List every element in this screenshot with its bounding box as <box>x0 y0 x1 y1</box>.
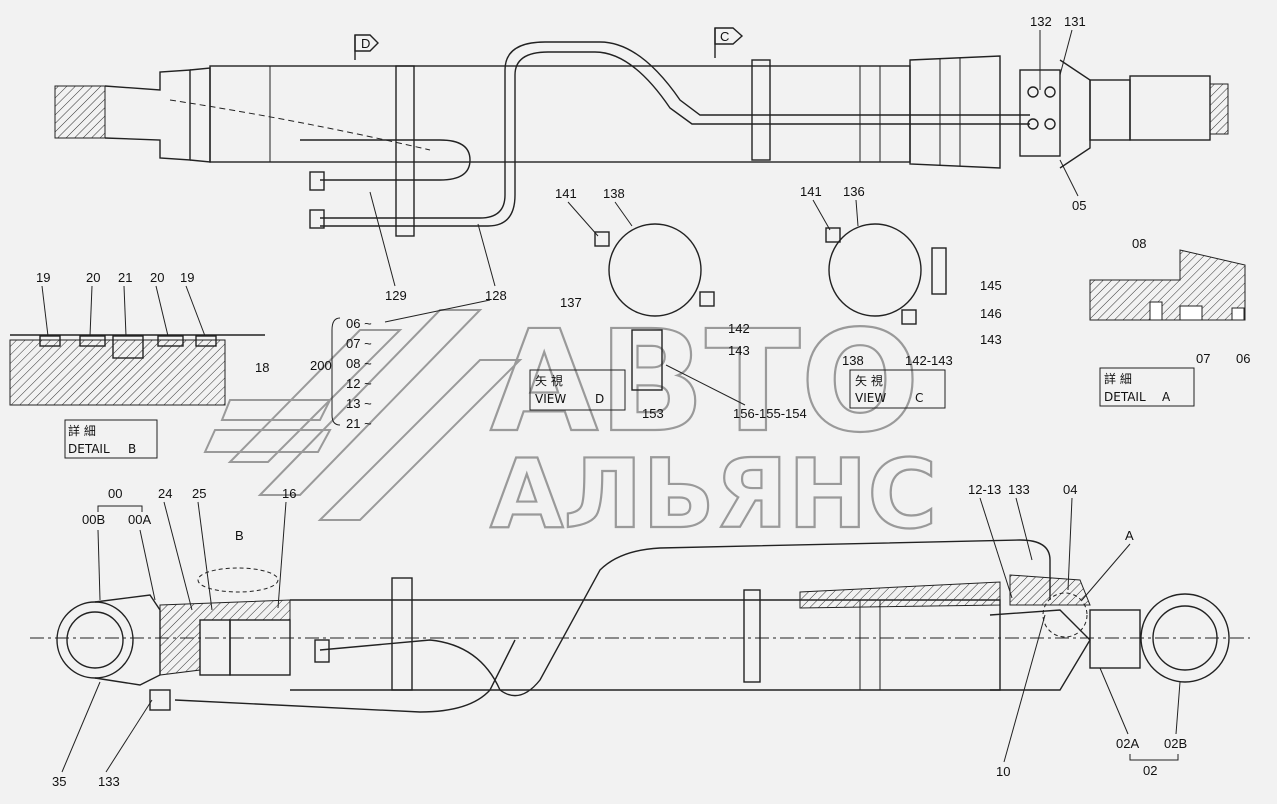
detail-b-word: DETAIL <box>68 442 110 456</box>
watermark-line2: АЛЬЯНС <box>490 440 937 550</box>
detail-a-kanji: 詳 細 <box>1104 371 1132 386</box>
callout-143-c: 143 <box>980 332 1002 347</box>
callout-142-d: 142 <box>728 321 750 336</box>
callout-B: B <box>235 528 244 543</box>
view-arrow-d: D <box>354 34 379 60</box>
view-d-word: VIEW <box>535 392 566 406</box>
callout-136: 136 <box>843 184 865 199</box>
top-cylinder-body <box>209 65 911 163</box>
callout-02: 02 <box>1143 763 1157 778</box>
view-d-kanji: 矢 視 <box>535 373 563 388</box>
callout-128: 128 <box>485 288 507 303</box>
top-cylinder <box>54 55 1229 169</box>
callout-200: 200 <box>310 358 332 373</box>
callout-141-d: 141 <box>555 186 577 201</box>
callout-16: 16 <box>282 486 296 501</box>
bottom-cylinder <box>30 567 1250 691</box>
kit-item-1: 07 ~ <box>346 336 372 351</box>
detail-a: 08 07 06 詳 細 DETAIL A <box>1089 236 1250 407</box>
detail-b-kanji: 詳 細 <box>68 423 96 438</box>
top-left-end-hatched <box>54 85 106 139</box>
callout-07: 07 <box>1196 351 1210 366</box>
view-c-clamp: 141 136 145 146 143 138 142-143 <box>800 184 1002 368</box>
callout-137: 137 <box>560 295 582 310</box>
callout-20-left: 20 <box>86 270 100 285</box>
callout-133-bottom: 133 <box>98 774 120 789</box>
callout-153: 153 <box>642 406 664 421</box>
callout-12-13: 12-13 <box>968 482 1001 497</box>
callout-02A: 02A <box>1116 736 1139 751</box>
callout-21: 21 <box>118 270 132 285</box>
callout-04: 04 <box>1063 482 1077 497</box>
callout-35: 35 <box>52 774 66 789</box>
callout-146: 146 <box>980 306 1002 321</box>
callout-10: 10 <box>996 764 1010 779</box>
callout-00A: 00A <box>128 512 151 527</box>
view-c-kanji: 矢 視 <box>855 373 883 388</box>
view-c-word: VIEW <box>855 391 886 405</box>
callout-24: 24 <box>158 486 172 501</box>
detail-b: 19 20 21 20 19 18 詳 細 DETAIL B <box>9 270 269 459</box>
callout-00B: 00B <box>82 512 105 527</box>
detail-a-word: DETAIL <box>1104 390 1146 404</box>
detail-a-letter: A <box>1162 390 1171 404</box>
callout-156-155-154: 156-155-154 <box>733 406 807 421</box>
callout-129: 129 <box>385 288 407 303</box>
left-eye-inner <box>66 611 124 669</box>
view-c-letter: C <box>915 391 923 405</box>
detail-b-letter: B <box>128 442 136 456</box>
kit-item-2: 08 ~ <box>346 356 372 371</box>
callout-132: 132 <box>1030 14 1052 29</box>
view-d-clamp: 141 138 137 142 143 153 156-155-154 <box>555 186 807 421</box>
callout-00: 00 <box>108 486 122 501</box>
callout-19-left: 19 <box>36 270 50 285</box>
view-arrow-c-label: C <box>720 29 729 44</box>
view-arrow-d-label: D <box>361 36 370 51</box>
left-eye-outer <box>56 601 134 679</box>
callout-133-top: 133 <box>1008 482 1030 497</box>
top-callouts: 132 131 05 129 128 <box>369 14 1086 303</box>
watermark: АВТО АЛЬЯНС <box>203 300 938 551</box>
callout-18: 18 <box>255 360 269 375</box>
bottom-hydraulic-lines <box>149 539 1051 713</box>
callout-141-c: 141 <box>800 184 822 199</box>
seal-kit-list: 200 06 ~ 07 ~ 08 ~ 12 ~ 13 ~ 21 ~ <box>310 299 491 431</box>
callout-145: 145 <box>980 278 1002 293</box>
callout-08: 08 <box>1132 236 1146 251</box>
callout-142-143: 142-143 <box>905 353 953 368</box>
callout-138-d: 138 <box>603 186 625 201</box>
bottom-callouts: 00 00B 00A 24 25 B 16 12-13 133 04 A 35 … <box>52 482 1187 789</box>
watermark-logo <box>203 309 523 521</box>
callout-143-d: 143 <box>728 343 750 358</box>
view-c-caption: 矢 視 VIEW C <box>849 369 946 409</box>
callout-02B: 02B <box>1164 736 1187 751</box>
callout-06: 06 <box>1236 351 1250 366</box>
callout-138-c: 138 <box>842 353 864 368</box>
callout-20-right: 20 <box>150 270 164 285</box>
view-d-caption: 矢 視 VIEW D <box>529 369 626 411</box>
callout-05: 05 <box>1072 198 1086 213</box>
kit-item-4: 13 ~ <box>346 396 372 411</box>
callout-A: A <box>1125 528 1134 543</box>
top-hydraulic-lines <box>300 41 1030 237</box>
view-arrow-c: C <box>714 27 744 58</box>
kit-item-5: 21 ~ <box>346 416 372 431</box>
watermark-line1: АВТО <box>490 301 920 464</box>
callout-19-right: 19 <box>180 270 194 285</box>
kit-item-0: 06 ~ <box>346 316 372 331</box>
view-d-letter: D <box>595 392 604 406</box>
kit-item-3: 12 ~ <box>346 376 372 391</box>
callout-25: 25 <box>192 486 206 501</box>
callout-131: 131 <box>1064 14 1086 29</box>
